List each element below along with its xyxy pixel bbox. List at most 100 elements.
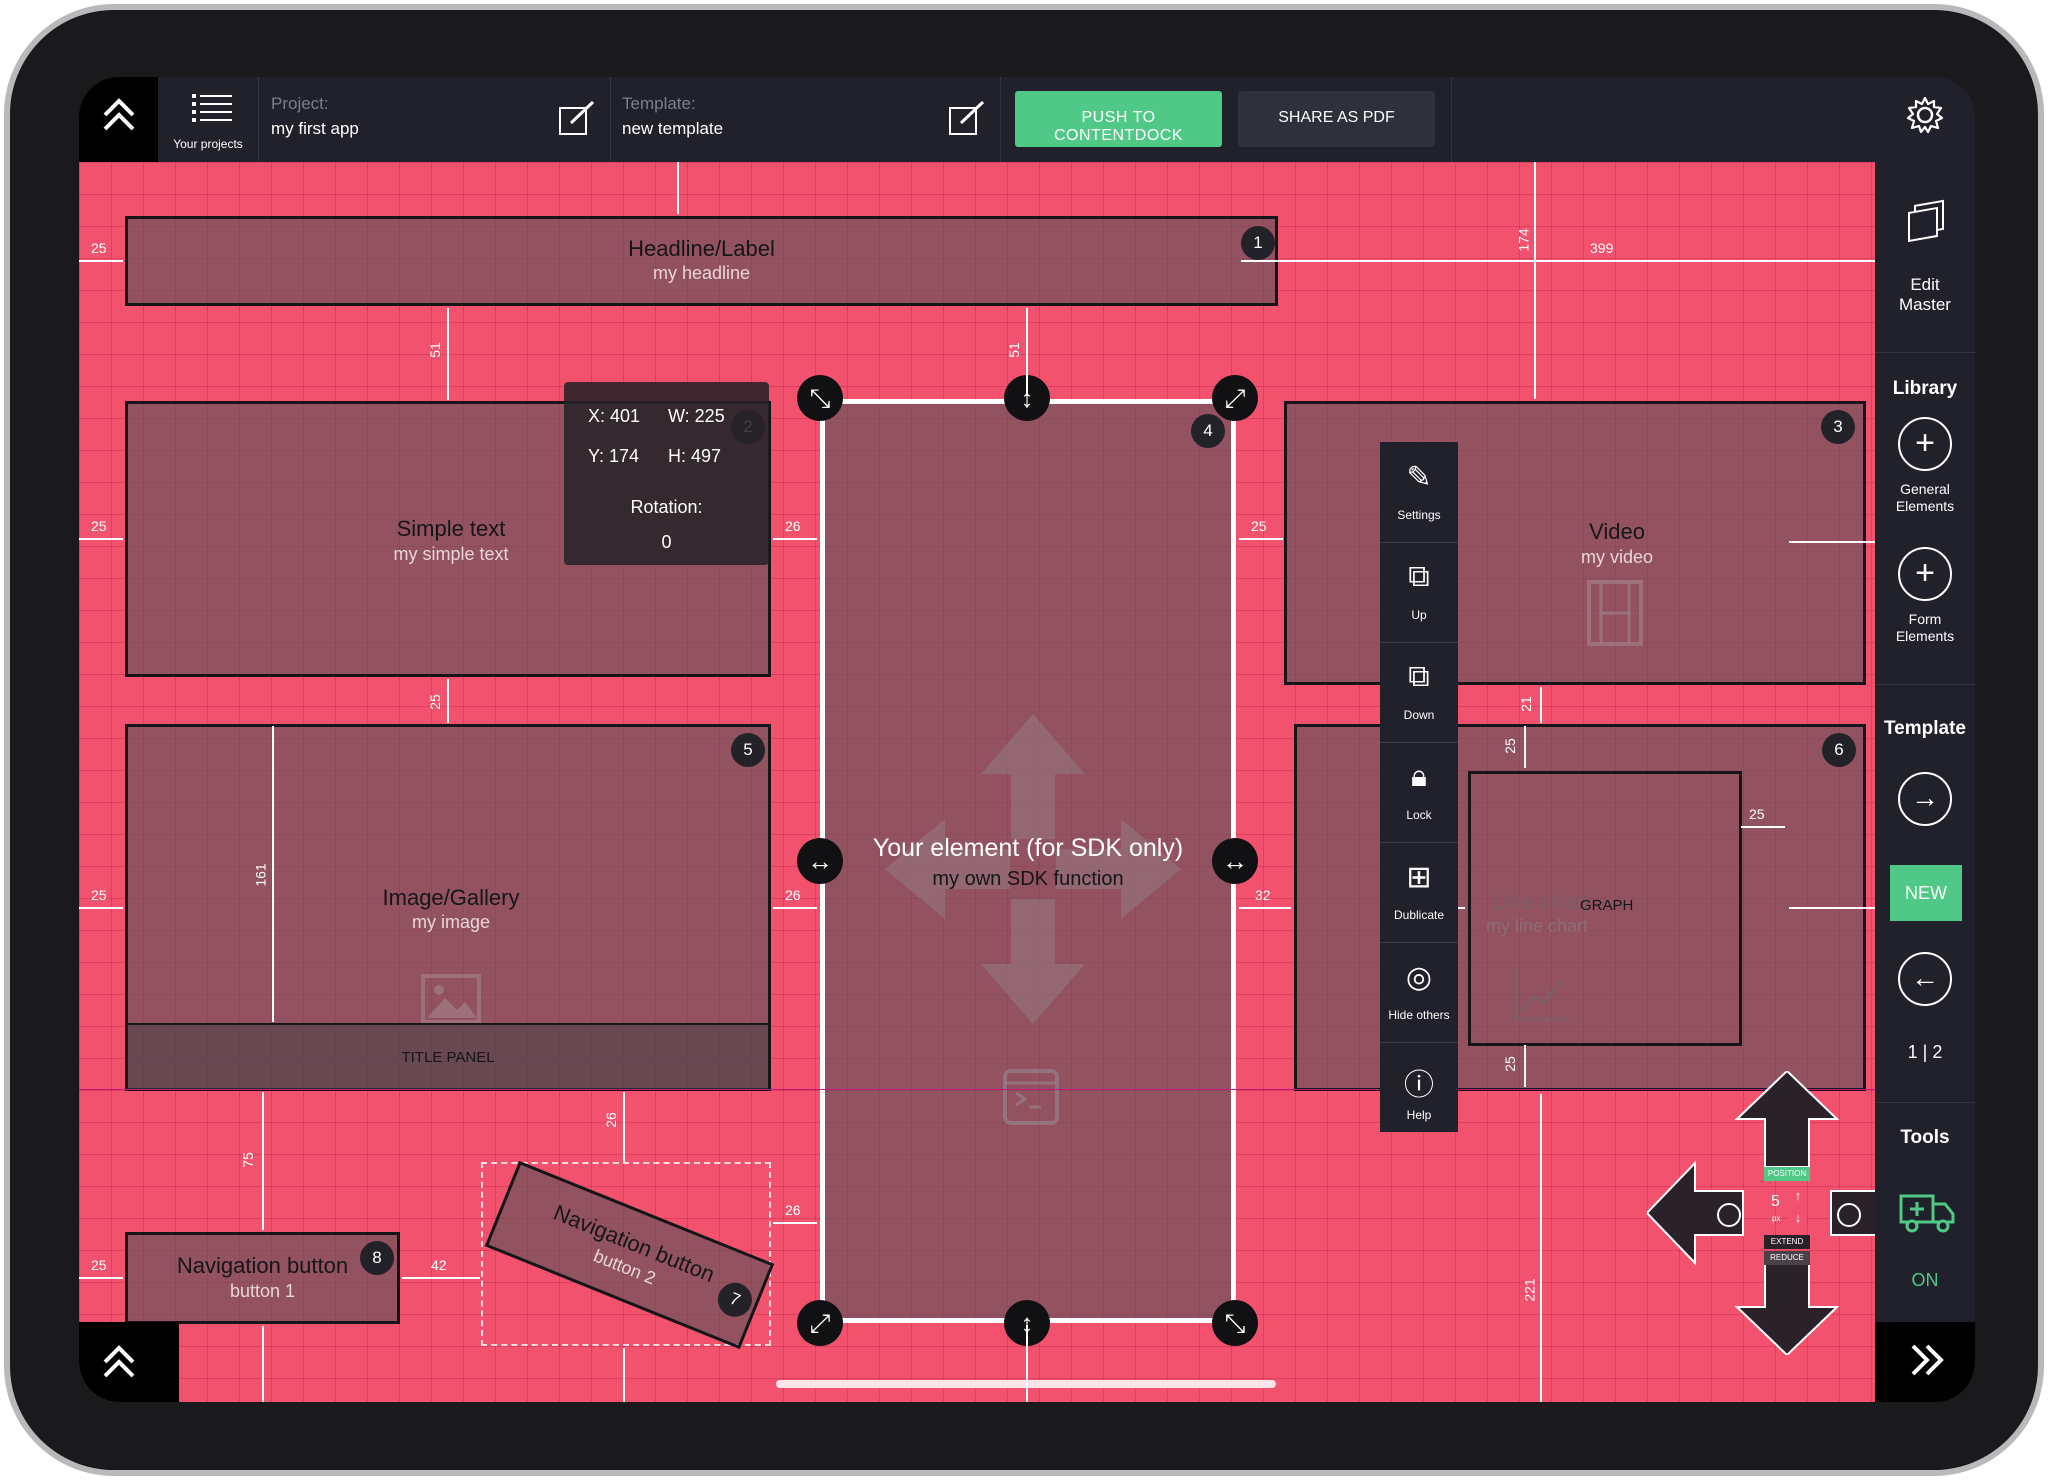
measure-line <box>262 1326 264 1402</box>
measure-line <box>1239 538 1283 540</box>
layer-up-icon: ⧉ <box>1408 560 1430 593</box>
dimension-label: 51 <box>426 342 443 358</box>
share-as-pdf-button[interactable]: SHARE AS PDF <box>1238 91 1435 147</box>
edit-template-icon[interactable] <box>947 99 987 139</box>
element-title: Your element (for SDK only) <box>872 834 1184 862</box>
step-increase-button[interactable]: ↑ <box>1789 1187 1807 1205</box>
arrow-right-icon[interactable]: → <box>1898 772 1952 826</box>
arrow-left-icon[interactable]: ← <box>1898 952 1952 1006</box>
resize-handle-top-left[interactable]: ⤡ <box>797 375 843 421</box>
dimension-label: 26 <box>785 1202 801 1218</box>
expand-right-button[interactable] <box>1875 1322 1975 1402</box>
measure-line <box>447 308 449 400</box>
measure-line <box>262 1092 264 1230</box>
hide-others-tool-button[interactable]: ◎ Hide others <box>1380 942 1458 1043</box>
design-canvas[interactable]: Headline/Label my headline 1 Simple text… <box>79 162 1929 1402</box>
position-label: POSITION <box>1767 1169 1807 1178</box>
help-tool-button[interactable]: ⓘ Help <box>1380 1042 1458 1142</box>
lock-tool-button[interactable]: 🔒︎ Lock <box>1380 742 1458 843</box>
measure-line <box>1789 907 1875 909</box>
title-panel-label: TITLE PANEL <box>401 1049 495 1066</box>
measure-line <box>447 679 449 723</box>
eye-slash-icon: ◎ <box>1405 961 1433 994</box>
dimension-label: 42 <box>431 1257 447 1273</box>
nudge-right-button[interactable] <box>1837 1203 1861 1227</box>
dimension-label: 25 <box>1749 806 1765 822</box>
element-number-badge: 4 <box>1191 414 1225 448</box>
element-subtitle: button 1 <box>229 1281 296 1301</box>
element-title: Headline/Label <box>628 236 775 261</box>
form-elements-button[interactable]: + Form Elements <box>1875 547 1975 657</box>
tool-label: Settings <box>1397 508 1441 522</box>
move-arrows-icon <box>885 714 1181 1024</box>
share-button-label: SHARE AS PDF <box>1278 109 1395 126</box>
floating-toolbar: ✎ Settings ⧉ Up ⧉ Down 🔒︎ Lock ⊞ Dublica… <box>1380 442 1458 1132</box>
element-video[interactable]: Video my video 3 <box>1284 401 1866 685</box>
extend-mode-button[interactable]: EXTEND <box>1764 1235 1810 1249</box>
nudge-left-button[interactable] <box>1717 1203 1741 1227</box>
collapse-top-button[interactable] <box>79 77 158 162</box>
top-bar: Your projects Project: my first app Temp… <box>79 77 1975 162</box>
dimension-label: 174 <box>1515 228 1532 252</box>
home-indicator <box>776 1380 1276 1388</box>
project-name: my first app <box>271 119 359 138</box>
library-heading: Library <box>1892 378 1958 399</box>
element-image-gallery[interactable]: Image/Gallery my image 5 TITLE PANEL <box>125 724 771 1091</box>
measure-line <box>1540 1094 1542 1402</box>
general-elements-button[interactable]: + General Elements <box>1875 417 1975 527</box>
dimension-label: 26 <box>602 1112 619 1128</box>
element-navigation-button-1[interactable]: Navigation button button 1 8 <box>125 1232 400 1324</box>
divider <box>1000 77 1001 162</box>
duplicate-tool-button[interactable]: ⊞ Dublicate <box>1380 842 1458 943</box>
chevron-double-right-icon <box>1907 1342 1947 1378</box>
element-headline[interactable]: Headline/Label my headline 1 <box>125 216 1278 306</box>
template-label: Template: <box>622 94 696 113</box>
measure-line <box>773 907 817 909</box>
tool-label: Down <box>1403 708 1435 722</box>
alignment-guide <box>79 1089 1875 1090</box>
measure-line <box>1789 541 1875 543</box>
your-projects-button[interactable]: Your projects <box>158 77 258 162</box>
collapse-bottom-button[interactable] <box>79 1322 179 1402</box>
app-screen: Your projects Project: my first app Temp… <box>79 77 1975 1402</box>
element-subtitle: my image <box>411 912 491 932</box>
element-sdk-selected[interactable]: Your element (for SDK only) my own SDK f… <box>820 399 1236 1323</box>
edit-master-button[interactable]: Edit Master <box>1875 162 1975 353</box>
push-to-contentdock-button[interactable]: PUSH TO CONTENTDOCK <box>1015 91 1222 147</box>
edit-project-icon[interactable] <box>557 99 597 139</box>
tool-label: Dublicate <box>1393 908 1445 922</box>
measure-line <box>677 162 679 214</box>
dimension-label: 25 <box>1251 518 1267 534</box>
measure-line <box>1524 1045 1526 1087</box>
up-tool-button[interactable]: ⧉ Up <box>1380 542 1458 643</box>
settings-tool-button[interactable]: ✎ Settings <box>1380 442 1458 543</box>
resize-handle-bottom-right[interactable]: ⤡ <box>1212 1300 1258 1346</box>
gear-icon[interactable] <box>1905 95 1945 135</box>
step-decrease-button[interactable]: ↓ <box>1789 1209 1807 1227</box>
resize-handle-left[interactable]: ↔ <box>797 838 843 884</box>
dimension-label: 26 <box>785 887 801 903</box>
down-tool-button[interactable]: ⧉ Down <box>1380 642 1458 743</box>
measure-line <box>79 1277 123 1279</box>
measure-line <box>272 726 274 1022</box>
resize-handle-right[interactable]: ↔ <box>1212 838 1258 884</box>
reduce-label: REDUCE <box>1770 1253 1804 1262</box>
dimension-label: 25 <box>91 240 107 256</box>
measure-line <box>79 907 123 909</box>
element-subtitle: my video <box>1580 547 1654 567</box>
push-button-label: PUSH TO CONTENTDOCK <box>1053 109 1184 144</box>
new-template-button[interactable]: NEW <box>1890 865 1962 921</box>
step-unit: px <box>1772 1214 1781 1223</box>
position-mode-label[interactable]: POSITION <box>1764 1167 1810 1181</box>
truck-icon[interactable] <box>1899 1190 1955 1234</box>
measure-line <box>1524 726 1526 768</box>
reduce-mode-button[interactable]: REDUCE <box>1764 1251 1810 1265</box>
resize-handle-bottom-left[interactable]: ⤢ <box>797 1300 843 1346</box>
element-number-badge: 3 <box>1821 410 1855 444</box>
resize-handle-top-right[interactable]: ⤢ <box>1212 375 1258 421</box>
x-value: X: 401 <box>588 406 641 426</box>
line-chart-icon <box>1512 967 1572 1023</box>
step-value: 5 <box>1771 1193 1780 1210</box>
h-value: H: 497 <box>668 446 722 466</box>
dimension-label: 25 <box>91 1257 107 1273</box>
